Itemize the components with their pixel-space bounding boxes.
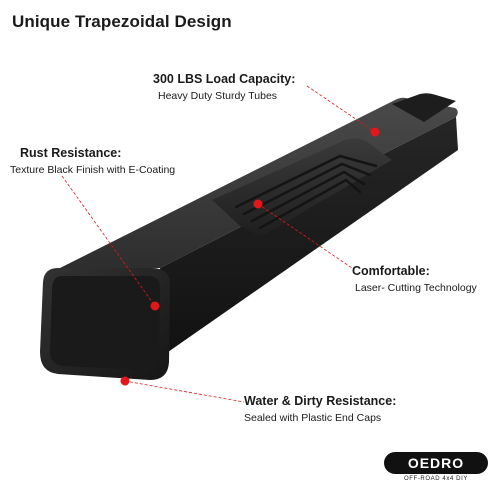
- callout-comfort-description: Laser- Cutting Technology: [355, 281, 477, 294]
- end-cap-face: [50, 276, 160, 370]
- callout-rust-title: Rust Resistance:: [20, 146, 122, 160]
- step-pad-ridges: [234, 154, 378, 230]
- callout-water-resistance: Water & Dirty Resistance: Sealed with Pl…: [244, 394, 396, 425]
- brand-tagline: OFF-ROAD 4x4 DIY: [404, 476, 468, 482]
- step-pad: [212, 138, 392, 236]
- callout-water-description: Sealed with Plastic End Caps: [244, 411, 382, 424]
- load-point: [370, 127, 380, 137]
- rear-step-pad: [392, 93, 456, 122]
- callout-water-title: Water & Dirty Resistance:: [244, 394, 397, 408]
- callout-load-capacity: 300 LBS Load Capacity: Heavy Duty Sturdy…: [153, 72, 295, 103]
- comfort-point: [253, 199, 263, 209]
- callout-load-description: Heavy Duty Sturdy Tubes: [158, 89, 278, 102]
- callout-comfortable: Comfortable: Laser- Cutting Technology: [352, 264, 477, 295]
- callout-load-title: 300 LBS Load Capacity:: [153, 72, 296, 86]
- water-point: [120, 376, 130, 386]
- page-title: Unique Trapezoidal Design: [12, 12, 232, 31]
- bar-side-face: [160, 117, 458, 352]
- callout-comfort-title: Comfortable:: [352, 264, 430, 278]
- callout-rust-resistance: Rust Resistance: Texture Black Finish wi…: [10, 146, 175, 177]
- brand-logo: OEDRO OFF-ROAD 4x4 DIY: [384, 452, 488, 488]
- rust-point: [150, 301, 160, 311]
- callout-leaders: [61, 85, 376, 403]
- callout-rust-description: Texture Black Finish with E-Coating: [10, 163, 176, 176]
- brand-name: OEDRO: [384, 452, 488, 474]
